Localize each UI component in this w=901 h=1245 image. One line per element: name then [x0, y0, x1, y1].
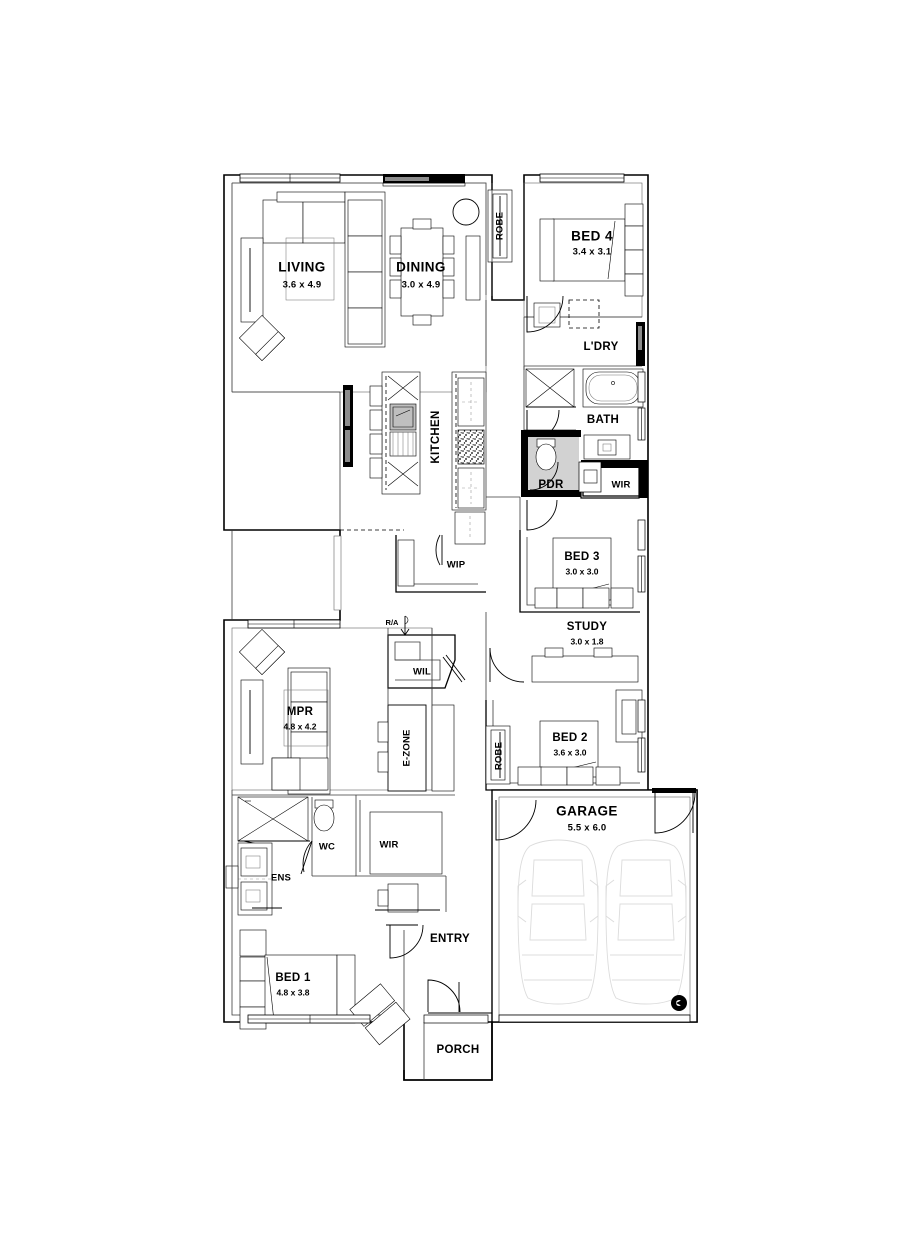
ensuite: ENS: [225, 794, 455, 916]
room-label-bath: BATH: [587, 414, 619, 426]
bed4-room: ROBE BED 4 3.4 x 3.1: [487, 173, 644, 318]
room-dim-dining: 3.0 x 4.9: [402, 280, 441, 291]
study-room: STUDY 3.0 x 1.8: [485, 612, 639, 700]
kitchen-bench: [451, 371, 487, 545]
room-dim-bed4: 3.4 x 3.1: [573, 247, 612, 258]
room-label-living: LIVING: [278, 260, 325, 275]
room-dim-living: 3.6 x 4.9: [283, 280, 322, 291]
tv-unit-mpr: [240, 679, 264, 765]
room-label-mpr: MPR: [287, 706, 314, 718]
kitchen: KITCHEN: [369, 371, 487, 545]
vanity-ens: [225, 842, 273, 916]
north-point-marker: [671, 995, 687, 1011]
toilet-wc: [313, 799, 335, 832]
front-door: [427, 979, 492, 1014]
wc-room: WC: [300, 797, 356, 877]
wir-bench: [375, 883, 440, 913]
garage: GARAGE 5.5 x 6.0: [491, 788, 698, 1023]
mpr-room: MPR 4.8 x 4.2: [231, 619, 433, 795]
room-label-ezone: E-ZONE: [402, 729, 413, 766]
bed-2: [517, 720, 621, 786]
ezone: E-ZONE: [377, 704, 455, 792]
tv-unit: [240, 237, 264, 323]
kitchen-island: [369, 371, 421, 495]
sliding-door-dining: [382, 174, 466, 187]
room-label-dining: DINING: [396, 260, 446, 275]
room-label-bed1: BED 1: [275, 972, 311, 984]
shower-bath: [525, 368, 576, 408]
room-dim-bed2: 3.6 x 3.0: [553, 747, 586, 757]
annotation-label-ra: R/A: [386, 618, 400, 627]
walk-in-pantry: WIP: [395, 534, 486, 593]
room-label-bed4: BED 4: [571, 229, 613, 244]
wil-room: WIL R/A: [386, 615, 466, 689]
bathroom: BATH: [523, 366, 646, 460]
dining-room: DINING 3.0 x 4.9: [389, 218, 481, 326]
garage-internal-door: [495, 799, 537, 841]
room-label-bed3: BED 3: [564, 551, 599, 563]
room-label-ldry: L'DRY: [583, 341, 618, 353]
room-dim-mpr: 4.8 x 4.2: [283, 721, 316, 731]
room-label-robe-bed2: ROBE: [494, 742, 505, 770]
room-label-wil: WIL: [413, 667, 431, 678]
window-ldry: [636, 322, 645, 366]
window-bath: [637, 371, 646, 441]
room-label-study: STUDY: [567, 621, 608, 633]
shower-ens: [237, 796, 310, 847]
garage-side-door: [652, 788, 696, 834]
window-bed2: [637, 699, 646, 773]
sofa-mpr: [271, 667, 331, 795]
armchair-mpr: [238, 628, 286, 676]
sofa-living: [262, 191, 386, 348]
room-label-porch: PORCH: [436, 1044, 479, 1056]
room-label-entry: ENTRY: [430, 933, 470, 945]
powder-room: PDR: [521, 430, 581, 497]
laundry-room: L'DRY: [523, 295, 645, 370]
return-air-marker: R/A: [386, 615, 410, 636]
room-label-bed2: BED 2: [552, 732, 587, 744]
robe-bed2: ROBE: [485, 725, 511, 785]
entry-area: ENTRY: [386, 924, 492, 1014]
window-bed3: [637, 519, 646, 593]
room-dim-bed1: 4.8 x 3.8: [276, 987, 309, 997]
room-dim-bed3: 3.0 x 3.0: [565, 566, 598, 576]
wir-main: WIR: [355, 795, 446, 913]
armchair: [238, 314, 286, 362]
bed3-room: BED 3 3.0 x 3.0: [519, 499, 646, 613]
laundry-tub: [533, 302, 561, 328]
room-dim-study: 3.0 x 1.8: [570, 636, 603, 646]
room-dim-garage: 5.5 x 6.0: [568, 823, 607, 834]
bed-4: [539, 203, 644, 297]
car-outline-1: [517, 839, 599, 1005]
internal-walls: [231, 183, 521, 930]
room-label-wir-main: WIR: [379, 840, 398, 851]
wir-powder: WIR: [578, 460, 648, 499]
dining-table: [389, 218, 455, 326]
room-label-robe-bed4: ROBE: [495, 212, 506, 240]
vanity-bath: [583, 434, 631, 460]
room-label-garage: GARAGE: [556, 804, 618, 819]
toilet-pdr: [535, 438, 557, 471]
vanity-pdr: [578, 461, 602, 493]
bed2-room: ROBE BED 2 3.6 x 3.0: [485, 689, 648, 791]
bathtub: [582, 368, 644, 408]
room-label-pdr: PDR: [538, 479, 564, 491]
room-label-kitchen: KITCHEN: [430, 410, 442, 463]
bed1-room: BED 1 4.8 x 3.8: [231, 929, 411, 1046]
bed-3: [534, 537, 634, 609]
window-living-top: [239, 173, 341, 183]
living-room: LIVING 3.6 x 4.9: [231, 182, 487, 393]
courtyard-slider: [333, 385, 404, 611]
room-label-wir-powder: WIR: [611, 480, 630, 491]
room-label-wip: WIP: [447, 560, 466, 571]
robe-bed1: [239, 929, 267, 1030]
room-label-ens: ENS: [271, 873, 291, 884]
bed-1: [264, 954, 356, 1024]
porch-area: PORCH: [403, 1014, 493, 1081]
room-label-wc: WC: [319, 842, 335, 853]
study-desk: [531, 647, 639, 683]
